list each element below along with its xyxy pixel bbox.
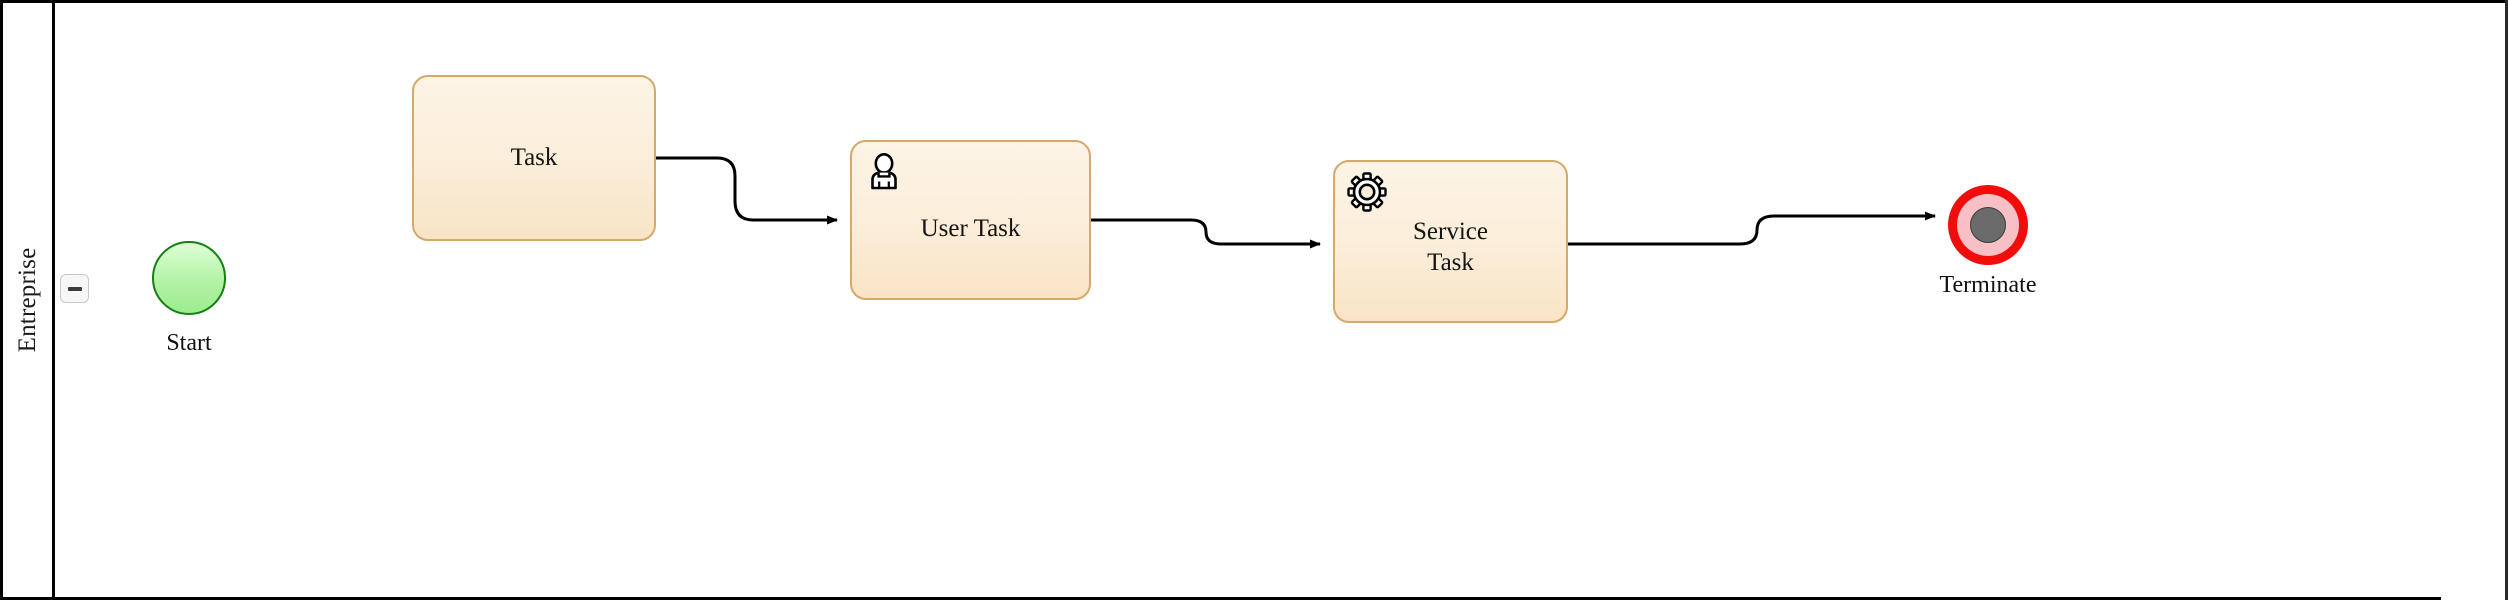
- user-task-label: User Task: [920, 214, 1021, 242]
- task-node[interactable]: Task: [412, 75, 656, 241]
- minus-icon: [67, 286, 82, 291]
- canvas-right-edge: [2505, 0, 2508, 600]
- terminate-icon: [1970, 207, 2006, 243]
- gear-icon: [1347, 172, 1387, 212]
- user-icon: [871, 153, 897, 190]
- service-task-node[interactable]: Service Task: [1333, 160, 1568, 323]
- task-label: Task: [510, 143, 558, 171]
- user-task-node[interactable]: User Task: [850, 140, 1091, 300]
- start-event-label: Start: [166, 330, 212, 356]
- terminate-event-label: Terminate: [1939, 272, 2037, 298]
- pool-collapse-button[interactable]: [60, 274, 89, 303]
- service-task-label: Service Task: [1413, 218, 1488, 276]
- pool-header[interactable]: Entreprise: [3, 3, 55, 597]
- start-event[interactable]: [152, 241, 226, 315]
- pool-entreprise[interactable]: Entreprise: [0, 0, 2441, 600]
- pool-name-label: Entreprise: [13, 247, 41, 353]
- terminate-end-event[interactable]: [1948, 185, 2028, 265]
